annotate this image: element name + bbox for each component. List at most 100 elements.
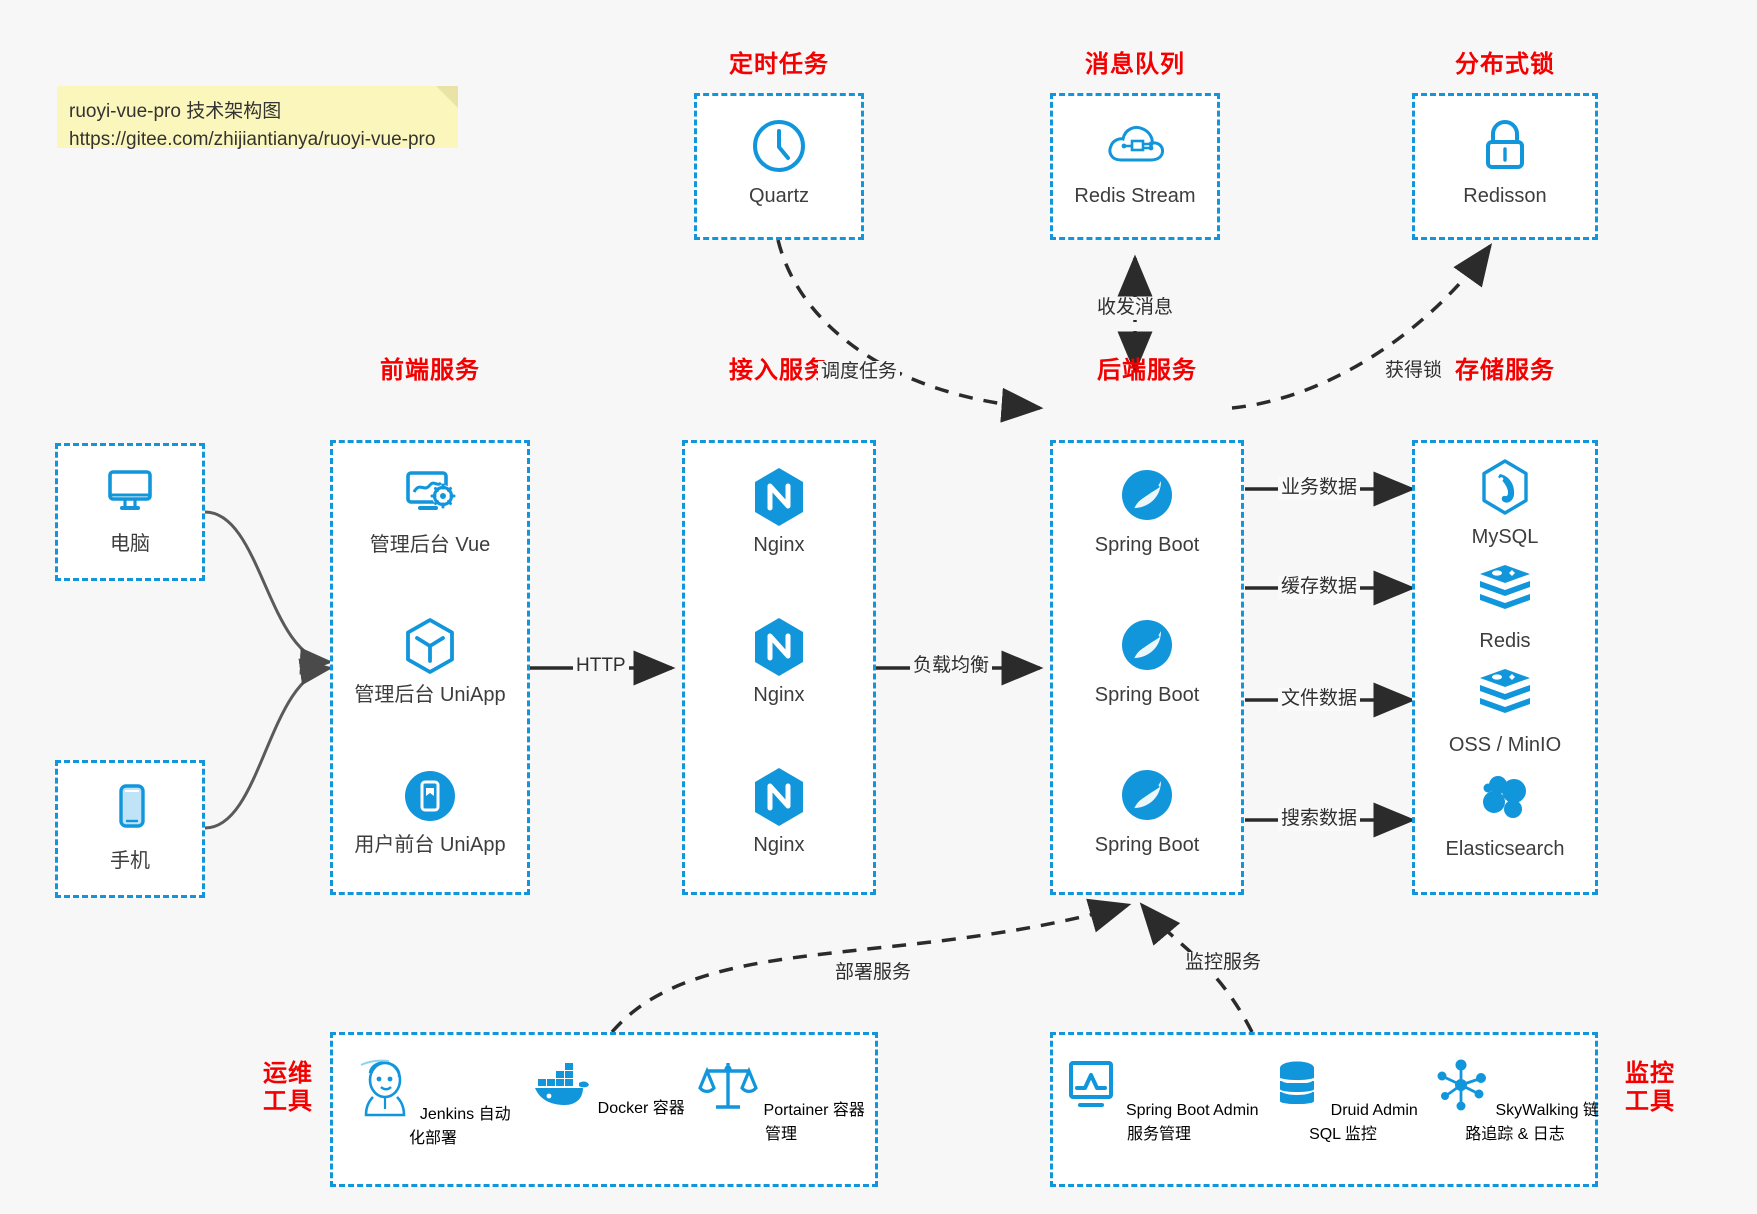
jenkins-icon [355,1059,419,1123]
node-label: Jenkins [419,1106,475,1123]
node-druid-admin[interactable]: Druid Admin SQL 监控 [1259,1057,1427,1144]
node-mobile[interactable]: 手机 [58,781,202,874]
scales-icon [697,1063,763,1119]
node-nginx-1[interactable]: Nginx [685,465,873,558]
elasticsearch-icon [1415,769,1595,831]
monitoring-group: Spring Boot Admin 服务管理 Druid Admin [1050,1032,1599,1187]
edge-label-load-balance: 负载均衡 [910,655,993,678]
node-spring-boot-2[interactable]: Spring Boot [1053,615,1241,708]
node-nginx-2[interactable]: Nginx [685,615,873,708]
node-label: 用户前台 UniApp [354,834,506,856]
node-spring-boot-3[interactable]: Spring Boot [1053,765,1241,858]
phone-icon [58,781,202,843]
mysql-icon [1415,457,1595,519]
spring-boot-icon [1053,465,1241,527]
node-spring-boot-1[interactable]: Spring Boot [1053,465,1241,558]
node-skywalking[interactable]: SkyWalking 链路追踪 & 日志 [1427,1057,1603,1144]
node-label: Redis Stream [1074,185,1196,207]
docker-icon [529,1063,597,1117]
node-portainer[interactable]: Portainer 容器管理 [697,1057,865,1144]
node-admin-vue[interactable]: 管理后台 Vue [333,465,527,558]
node-label: Docker [597,1100,649,1117]
node-redis[interactable]: Redis [1415,561,1595,654]
edge-label-deploy-service: 部署服务 [832,962,915,985]
gateway-group-title: 接入服务 [729,357,829,384]
client-mobile-group: 手机 [55,760,205,898]
storage-group: MySQL Redis [1412,440,1598,895]
sticky-note: ruoyi-vue-pro 技术架构图 https://gitee.com/zh… [57,86,458,150]
devops-group-title: 运维 工具 [252,1060,324,1117]
frontend-group: 管理后台 Vue 管理后台 UniApp 用户前台 UniApp [330,440,530,895]
nginx-icon [685,765,873,827]
node-label: Redis [1479,630,1531,652]
node-spring-boot-admin[interactable]: Spring Boot Admin 服务管理 [1059,1057,1259,1144]
hexagon-cube-icon [333,615,527,677]
backend-group: Spring Boot Spring Boot Spring Boot [1050,440,1244,895]
node-label: Nginx [753,534,805,556]
node-label: Spring Boot [1094,684,1200,706]
app-square-icon [333,765,527,827]
node-pc[interactable]: 电脑 [58,464,202,557]
node-label: Portainer [763,1102,829,1119]
node-label: Nginx [753,834,805,856]
node-jenkins[interactable]: Jenkins 自动化部署 [349,1057,517,1148]
oss-minio-icon [1415,665,1595,727]
node-label: 管理后台 Vue [369,534,491,556]
devops-group: Jenkins 自动化部署 Docker 容器 [330,1032,878,1187]
node-label: SkyWalking [1495,1102,1579,1119]
devops-title-line-1: 运维 [263,1060,313,1087]
node-oss-minio[interactable]: OSS / MinIO [1415,665,1595,758]
edge-label-search-data: 搜索数据 [1278,808,1361,831]
edge-label-http: HTTP [573,655,629,678]
node-redisson[interactable]: Redisson [1415,116,1595,209]
note-fold-corner [436,86,458,108]
node-label: OSS / MinIO [1448,734,1562,756]
node-label: 管理后台 UniApp [354,684,506,706]
database-icon [1268,1061,1330,1119]
lock-group: Redisson [1412,93,1598,240]
clock-icon [697,116,861,178]
edge-label-business-data: 业务数据 [1278,477,1361,500]
monitoring-title-line-2: 工具 [1625,1088,1675,1116]
node-docker[interactable]: Docker 容器 [523,1057,691,1118]
node-label: Druid Admin [1330,1102,1418,1119]
node-sublabel: SQL 监控 [1309,1126,1377,1143]
lock-group-title: 分布式锁 [1455,51,1555,78]
scheduler-group-title: 定时任务 [729,51,829,78]
node-label: Elasticsearch [1445,838,1565,860]
lock-icon [1415,116,1595,178]
scheduler-group: Quartz [694,93,864,240]
node-redis-stream[interactable]: Redis Stream [1053,116,1217,209]
node-sublabel: 自动化部署 [408,1106,511,1147]
node-admin-uniapp[interactable]: 管理后台 UniApp [333,615,527,708]
dashboard-gear-icon [333,465,527,527]
client-pc-group: 电脑 [55,443,205,581]
chart-monitor-icon [1060,1061,1126,1119]
edge-label-schedule-task: 调度任务 [818,361,901,384]
gateway-group: Nginx Nginx Nginx [682,440,876,895]
edge-label-acquire-lock: 获得锁 [1382,360,1446,383]
monitor-icon [58,464,202,526]
mq-group-title: 消息队列 [1085,51,1185,78]
nginx-icon [685,465,873,527]
node-sublabel: 链路追踪 & 日志 [1465,1102,1599,1143]
node-quartz[interactable]: Quartz [697,116,861,209]
node-label: Spring Boot [1094,534,1200,556]
node-label: Spring Boot Admin [1125,1102,1259,1119]
node-mysql[interactable]: MySQL [1415,457,1595,550]
node-sublabel: 服务管理 [1126,1126,1191,1143]
node-user-uniapp[interactable]: 用户前台 UniApp [333,765,527,858]
mq-group: Redis Stream [1050,93,1220,240]
node-label: Redisson [1463,185,1547,207]
node-label: 电脑 [110,533,150,555]
node-label: Nginx [753,684,805,706]
node-elasticsearch[interactable]: Elasticsearch [1415,769,1595,862]
node-sublabel: 容器管理 [764,1102,865,1143]
note-line-2: https://gitee.com/zhijiantianya/ruoyi-vu… [69,128,436,150]
node-nginx-3[interactable]: Nginx [685,765,873,858]
frontend-group-title: 前端服务 [380,357,480,384]
spring-boot-icon [1053,765,1241,827]
redis-icon [1415,561,1595,623]
monitoring-group-title: 监控 工具 [1614,1060,1686,1117]
cloud-stream-icon [1053,116,1217,178]
